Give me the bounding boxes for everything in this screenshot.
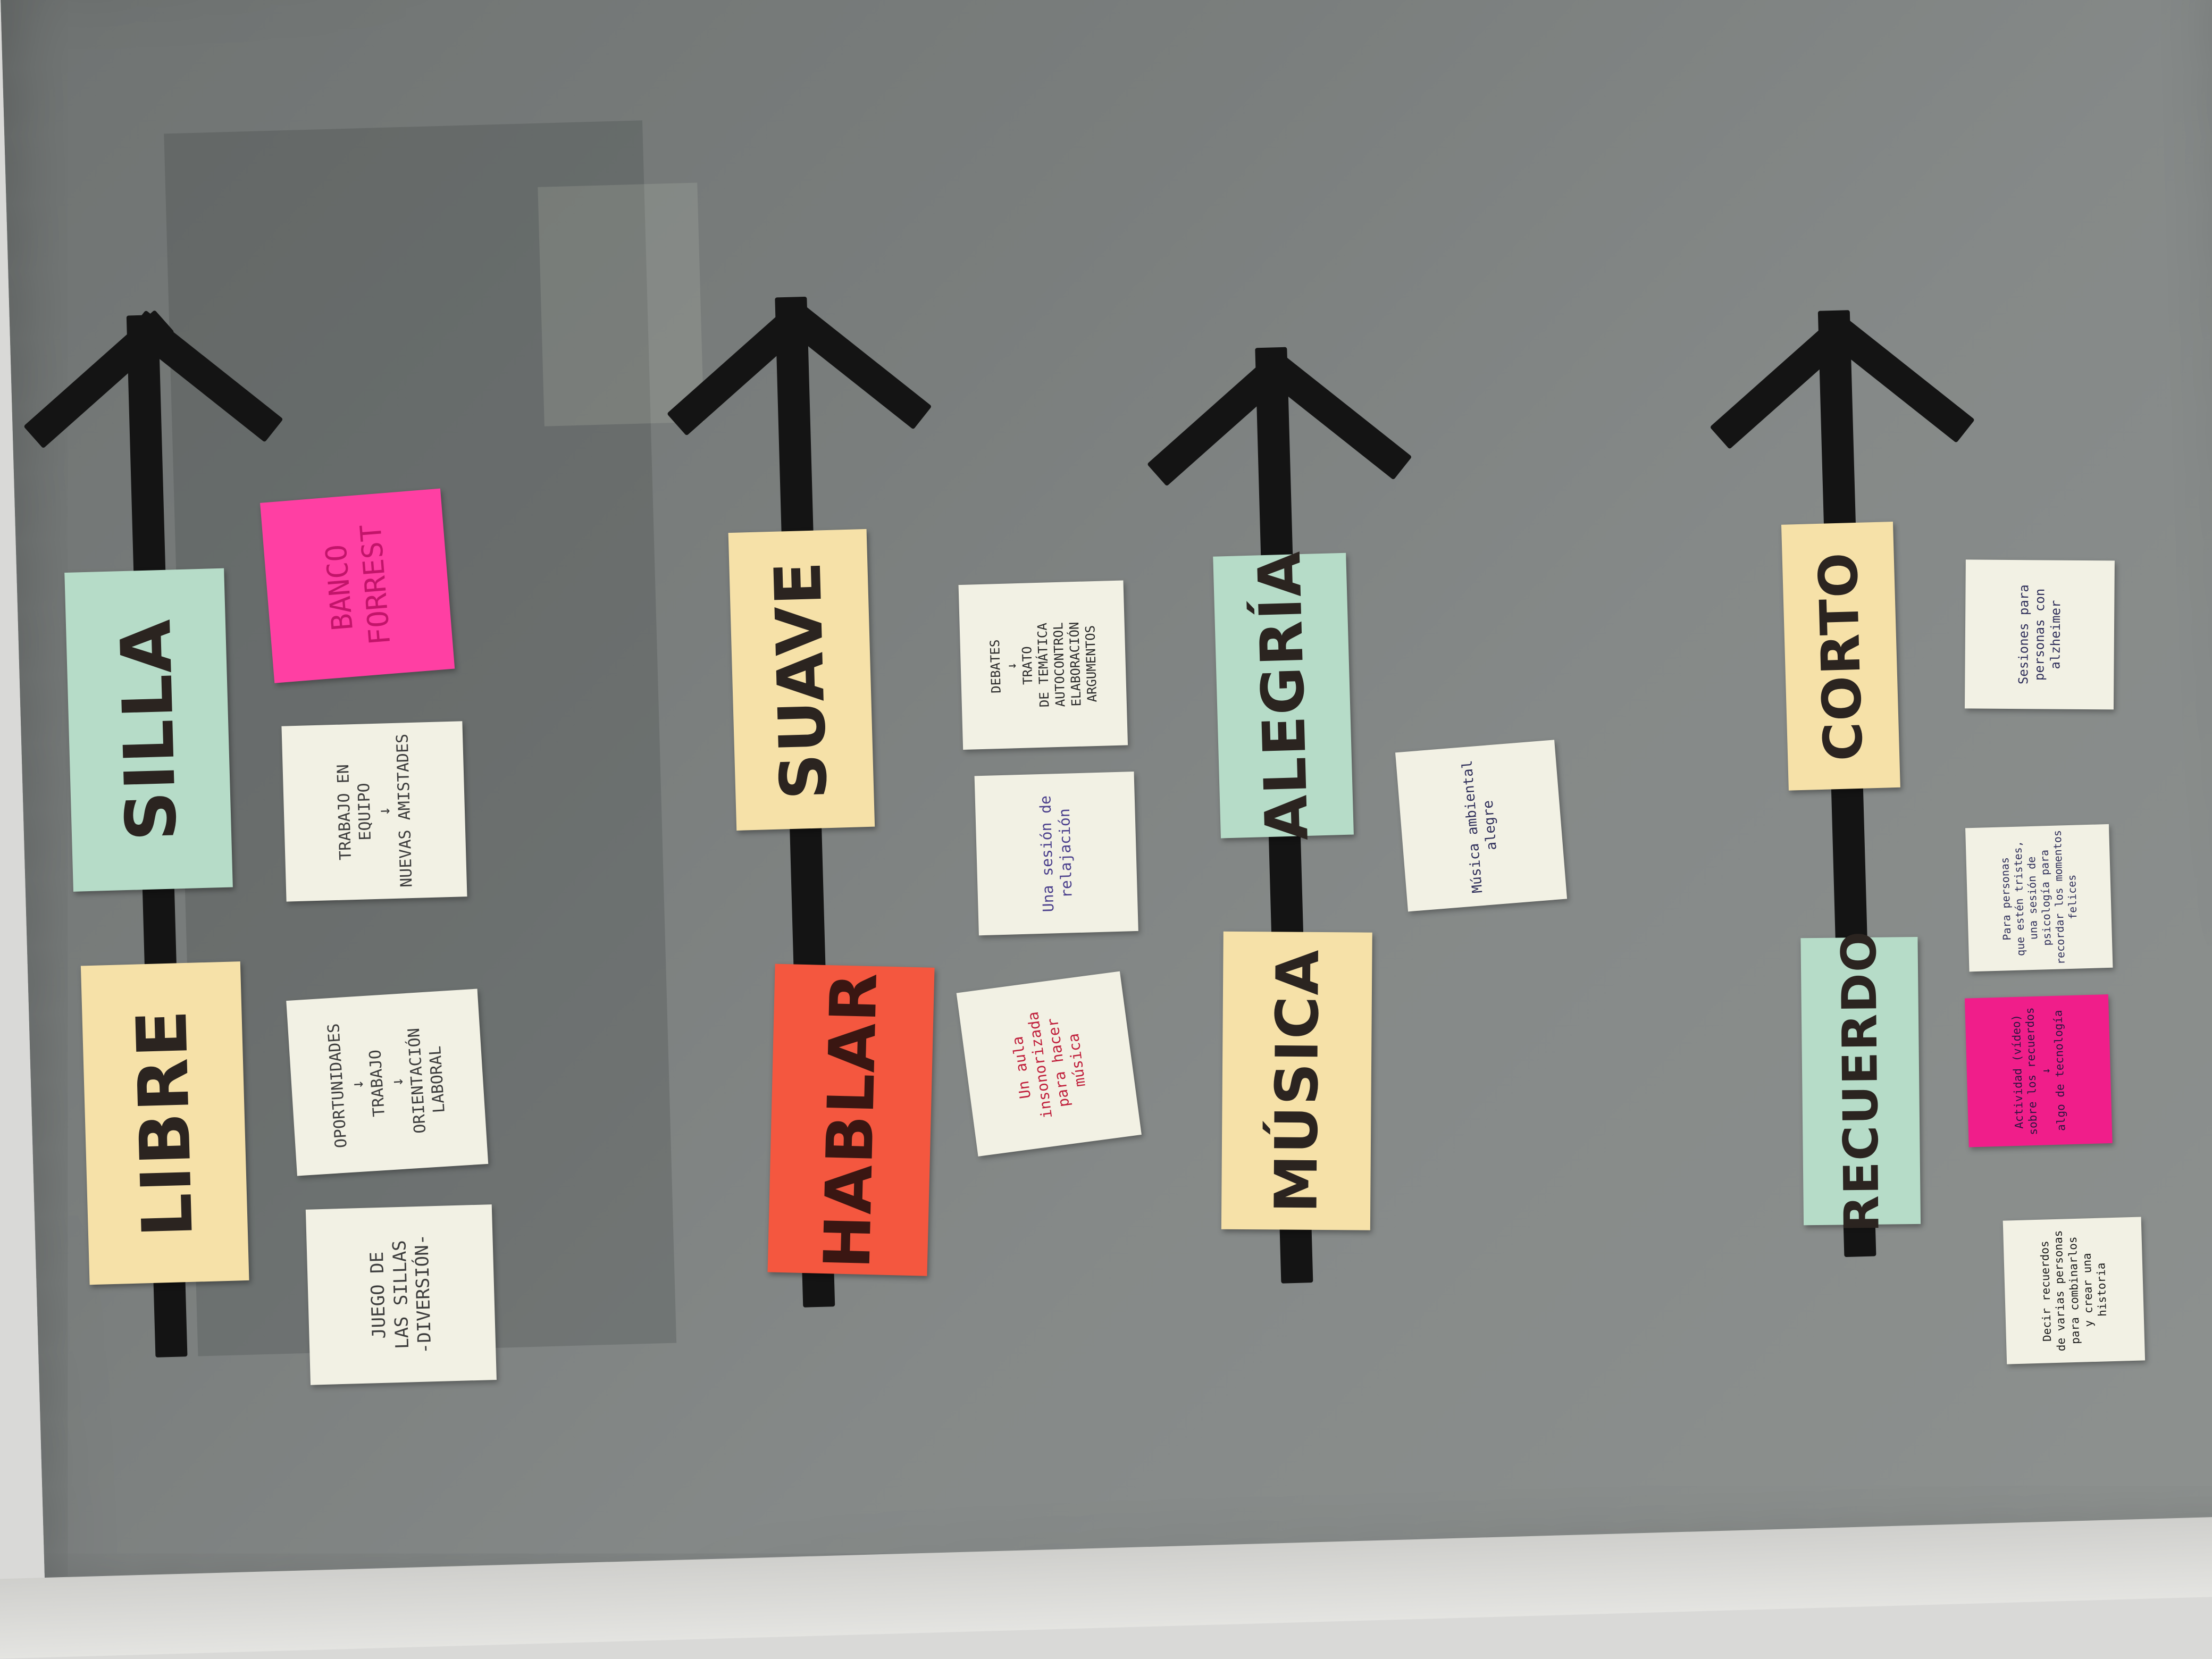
label-card-corto: CORTO — [1781, 521, 1900, 791]
label-card-silla: SILLA — [64, 568, 233, 892]
label-card-hablar: HABLAR — [767, 963, 935, 1276]
window-reflection — [538, 182, 704, 426]
sticky-note: Decir recuerdos de varias personas para … — [2002, 1217, 2146, 1364]
sticky-note: JUEGO DE LAS SILLAS -DIVERSIÓN- — [305, 1204, 497, 1385]
label-card-suave: SUAVE — [728, 529, 875, 831]
sticky-note: TRABAJO EN EQUIPO ↓ NUEVAS AMISTADES — [281, 721, 467, 902]
sticky-note: Música ambiental alegre — [1395, 740, 1568, 912]
sticky-note: OPORTUNIDADES ↓ TRABAJO ↓ ORIENTACIÓN LA… — [286, 988, 489, 1176]
sticky-note: Un aula insonorizada para hacer música — [956, 971, 1142, 1157]
label-card-recuerdo: RECUERDO — [1800, 930, 1921, 1233]
label-card-musica: MÚSICA — [1221, 931, 1372, 1230]
sticky-note: Una sesión de relajación — [974, 772, 1138, 936]
sticky-note: Para personas que estén tristes, una ses… — [1965, 824, 2113, 972]
label-card-libre: LIBRE — [80, 961, 249, 1285]
glass-board: SILLA LIBRE BANCO FORREST TRABAJO EN EQU… — [0, 0, 2212, 1617]
label-card-alegria: ALEGRÍA — [1213, 550, 1354, 842]
sticky-note: Actividad (vídeo) sobre los recuerdos ↓ … — [1964, 994, 2113, 1147]
sticky-note: Sesiones para personas con alzheimer — [1964, 559, 2115, 710]
sticky-note: DEBATES ↓ TRATO DE TEMÁTICA AUTOCONTROL … — [958, 580, 1128, 750]
sticky-note: BANCO FORREST — [260, 488, 455, 683]
